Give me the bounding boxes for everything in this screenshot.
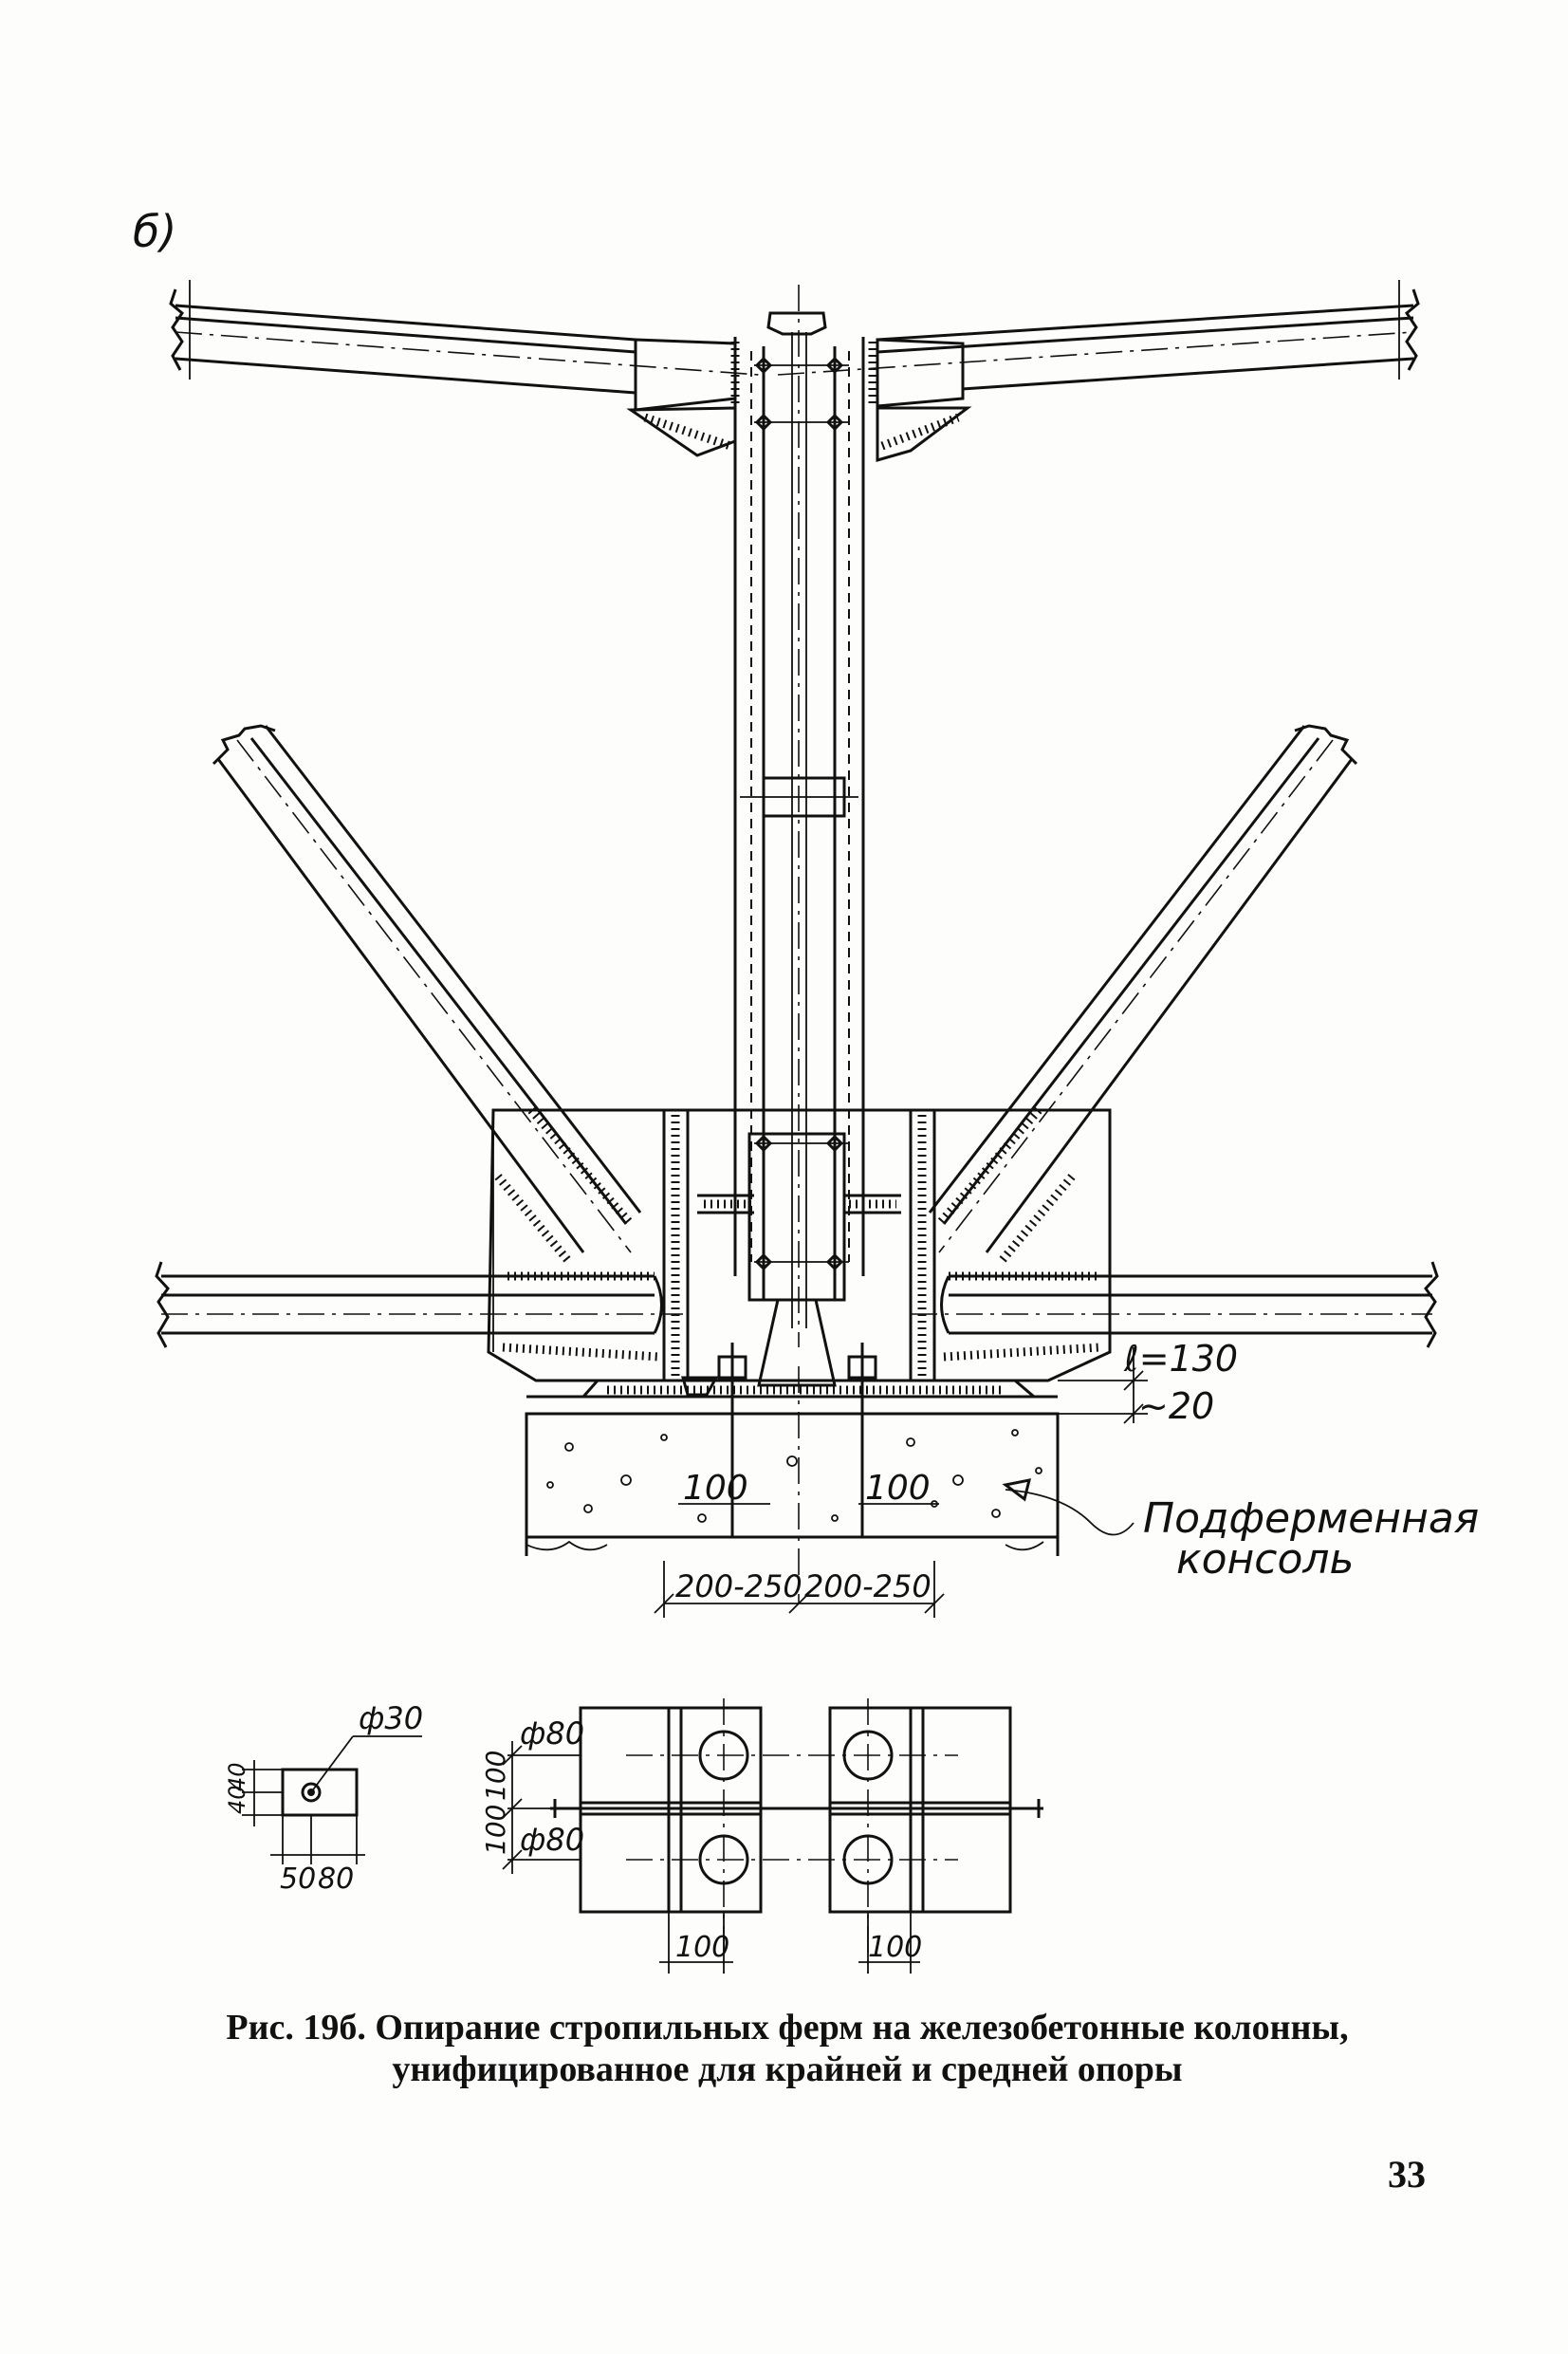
panel-label: б) [133, 206, 176, 257]
washer-v1: 40 [224, 1762, 250, 1791]
plate-phi-bottom: ф80 [520, 1822, 584, 1858]
bolt-plates-detail [502, 1698, 1043, 1974]
plate-h-right: 100 [868, 1931, 922, 1964]
dim-100-right: 100 [865, 1469, 931, 1508]
washer-detail [242, 1735, 422, 1864]
base-plate [526, 1343, 1058, 1537]
top-chord-right [777, 280, 1420, 391]
caption-line-1: Рис. 19б. Опирание стропильных ферм на ж… [226, 2008, 1349, 2048]
dim-100-left: 100 [683, 1469, 748, 1508]
washer-phi-label: ф30 [359, 1700, 423, 1736]
bottom-chord-left [155, 1261, 683, 1348]
span-dims [654, 1561, 945, 1618]
caption-line-2: унифицированное для крайней и средней оп… [392, 2049, 1183, 2089]
label-gap-20: ~20 [1138, 1385, 1214, 1427]
plate-v-top: 100 [480, 1751, 511, 1801]
bottom-chord-right [911, 1261, 1439, 1348]
callout-arrow [1002, 1478, 1032, 1502]
washer-v2: 40 [224, 1785, 250, 1814]
diagonal-left [212, 724, 642, 1265]
page-number: 33 [1388, 2153, 1426, 2196]
concrete-console [525, 1366, 1060, 1603]
washer-h1: 50 [280, 1863, 316, 1896]
diagonal-right [928, 724, 1358, 1265]
top-chord-left [169, 280, 760, 395]
callout-line2: консоль [1176, 1535, 1354, 1584]
label-l-130: ℓ=130 [1123, 1338, 1238, 1380]
plate-v-bottom: 100 [480, 1805, 511, 1855]
dim-200-250-right: 200-250 [804, 1568, 932, 1604]
concrete-texture [546, 1429, 1042, 1523]
dim-200-250-left: 200-250 [675, 1568, 802, 1604]
rail-cap [766, 311, 827, 336]
callout-leader [1005, 1489, 1134, 1536]
plate-h-left: 100 [675, 1931, 729, 1964]
post-bolts [754, 356, 849, 1271]
plate-phi-top: ф80 [520, 1715, 584, 1752]
figure-caption: Рис. 19б. Опирание стропильных ферм на ж… [171, 2007, 1404, 2090]
washer-h2: 80 [318, 1863, 354, 1896]
height-dimensions [1058, 1347, 1148, 1424]
callout-line1: Подферменная [1143, 1494, 1479, 1543]
